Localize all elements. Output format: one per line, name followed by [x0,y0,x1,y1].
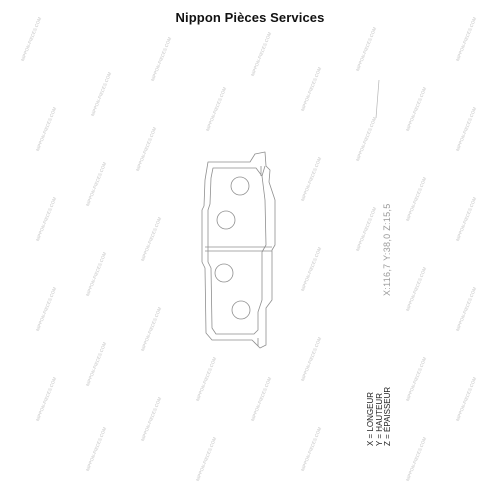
friction-pad-outline [207,167,267,335]
dimensions-text: X:116,7 Y:38,0 Z:15,5 [382,203,392,296]
backing-plate-outline [201,151,276,349]
clip-line [261,165,266,177]
mounting-hole [214,263,234,283]
mounting-hole [216,210,236,230]
mounting-hole [230,176,250,196]
legend-z: Z = ÉPAISSEUR [383,386,392,446]
leader-line [375,79,380,119]
axis-legend: X = LONGEUR Y = HAUTEUR Z = ÉPAISSEUR [366,386,393,446]
mounting-hole [231,300,251,320]
brand-title: Nippon Pièces Services [175,10,325,25]
